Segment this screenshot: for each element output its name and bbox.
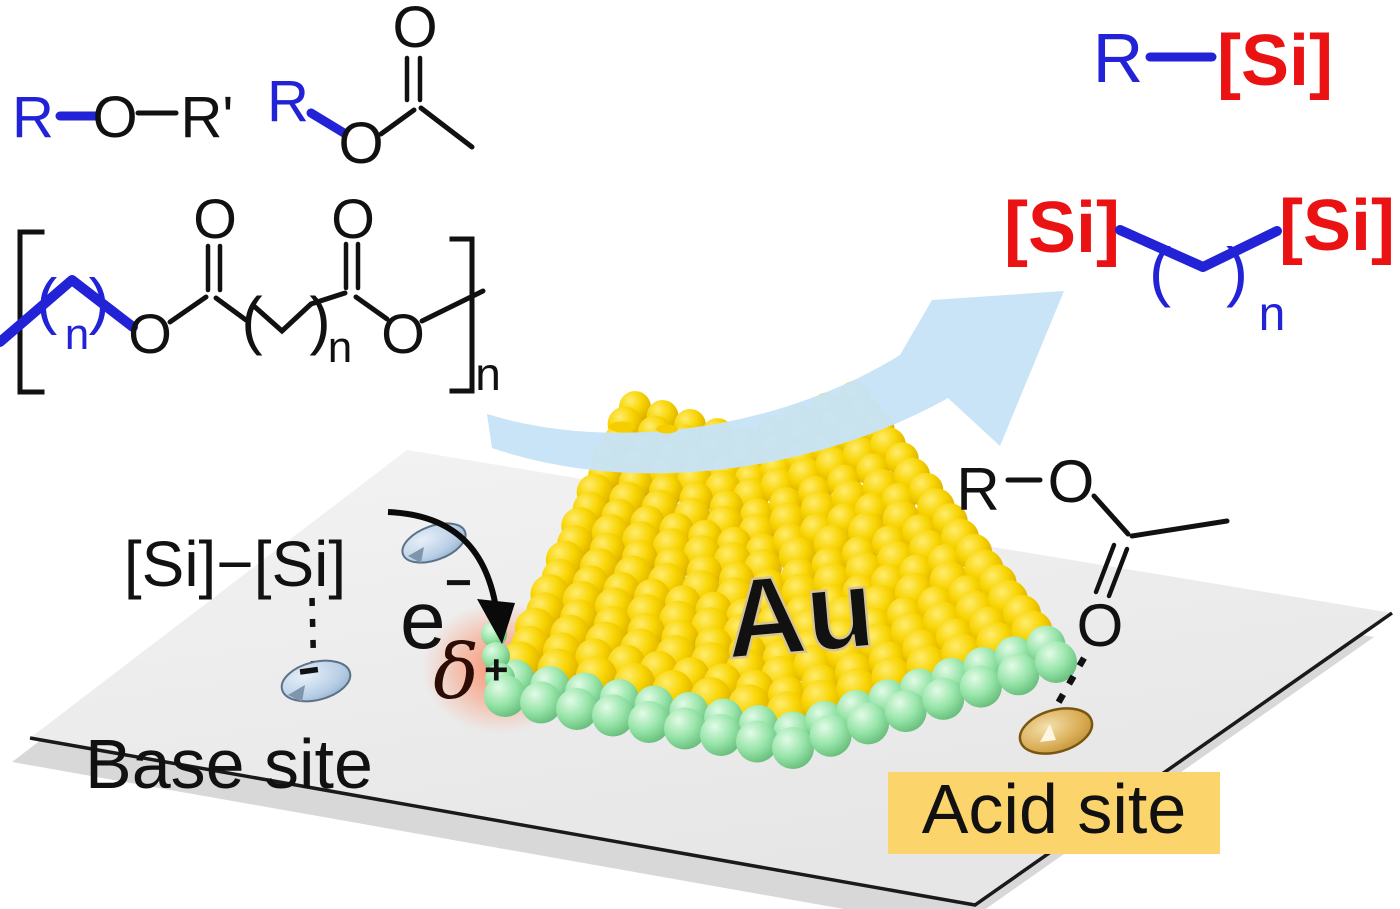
acetate-r: R (267, 69, 309, 134)
polyester-o1-c1 (167, 294, 209, 325)
acetate-o: O (338, 111, 383, 176)
product1-si: [Si] (1217, 21, 1333, 101)
polyester-inner-chain (252, 290, 348, 335)
product2-n: n (1259, 288, 1286, 341)
support-sphere (700, 714, 742, 756)
lone-pair-lobe-upper (401, 522, 467, 564)
polyester-paren-open-blue: ( (37, 267, 58, 336)
acetate-carbonyl-o: O (392, 0, 437, 60)
acetate-structure: R O O (267, 0, 475, 176)
support-sphere (736, 720, 778, 763)
support-sphere (520, 681, 562, 724)
product2-paren-close: ) (1226, 234, 1248, 308)
surface-r: R (956, 456, 999, 523)
support-sphere (847, 702, 890, 745)
delta-plus-sup: + (484, 646, 509, 693)
product-r-si: R [Si] (1093, 19, 1333, 101)
polyester-paren-close: ) (309, 284, 330, 356)
acetate-o-c-bond (378, 107, 417, 137)
reaction-arrow (487, 291, 1064, 474)
product2-paren-open: ( (1149, 234, 1171, 308)
au-label: Au (720, 545, 880, 683)
polyester-c1-chain (213, 295, 249, 323)
lone-pair-lobe-lower (280, 659, 352, 703)
electron-sup: − (445, 556, 472, 608)
acid-site-lobe (1018, 707, 1094, 755)
acid-site-region: R O O Acid site (888, 448, 1230, 854)
support-sphere (772, 727, 814, 769)
support-sphere (959, 665, 1002, 708)
support-sphere (922, 677, 965, 720)
support-sphere (884, 690, 927, 733)
delta-plus-label: δ (433, 627, 479, 716)
electron-arrowhead (477, 599, 515, 644)
si-si-label: [Si]−[Si] (124, 528, 346, 600)
polyester-paren-close-blue: ) (89, 267, 110, 336)
base-site-region: [Si]−[Si] e − δ + Base site (85, 509, 515, 803)
polyester-o4: O (381, 302, 425, 365)
support-sphere (482, 642, 510, 670)
product2-chain (1115, 225, 1282, 272)
polyester-n-blue: n (65, 310, 89, 359)
surface-double-2 (1106, 546, 1130, 599)
electron-arrow (387, 509, 500, 615)
support-sphere (664, 707, 706, 750)
polyester-o3: O (331, 187, 375, 250)
surface-o-bottom: O (1077, 592, 1124, 659)
polyester-o1: O (128, 302, 172, 365)
acid-site-highlight (888, 772, 1220, 854)
polyester-blue-chain (0, 275, 138, 347)
support-sphere (484, 675, 526, 717)
polyester-n-outer: n (475, 348, 501, 400)
product-si-alkyl-si: [Si] ( ) n [Si] (1004, 186, 1395, 341)
polyester-o2: O (193, 187, 237, 250)
ether-r: R (12, 85, 54, 150)
polyester-n-inner: n (328, 323, 352, 372)
surface-o-c-bond (1091, 493, 1131, 537)
surface-o-top: O (1048, 448, 1095, 515)
acid-site-label: Acid site (922, 770, 1187, 848)
ether-o: O (92, 85, 137, 150)
product2-si-left: [Si] (1004, 188, 1120, 268)
acetate-r-o-bond (306, 108, 349, 138)
ether-r-prime: R' (181, 85, 234, 150)
electron-label: e (400, 575, 446, 666)
support-sphere (997, 653, 1040, 696)
support-sphere (628, 701, 670, 743)
sphere-top-fragment (609, 421, 635, 433)
polyester-left-bracket (17, 229, 45, 395)
support-sphere (1035, 641, 1077, 683)
product2-si-right: [Si] (1279, 186, 1395, 266)
support-sphere (556, 688, 598, 730)
support-sphere (592, 694, 634, 737)
polyester-structure: ( ) n O O ( ) n O O n (0, 187, 501, 400)
surface-ester-structure: R O O (956, 448, 1230, 714)
ether-structure: R O R' (12, 85, 233, 150)
surface-methyl-bond (1129, 518, 1230, 539)
polyester-paren-open: ( (241, 284, 262, 356)
polyester-right-bracket (449, 236, 475, 394)
platform-front-edge (29, 611, 1394, 907)
surface-double-1 (1093, 542, 1117, 595)
base-site-label: Base site (85, 725, 373, 803)
sphere-top-fragment (656, 424, 678, 434)
product1-r: R (1093, 19, 1144, 97)
support-sphere (809, 714, 852, 757)
polyester-c2-o4 (353, 294, 390, 322)
acetate-methyl-bond (418, 105, 475, 150)
